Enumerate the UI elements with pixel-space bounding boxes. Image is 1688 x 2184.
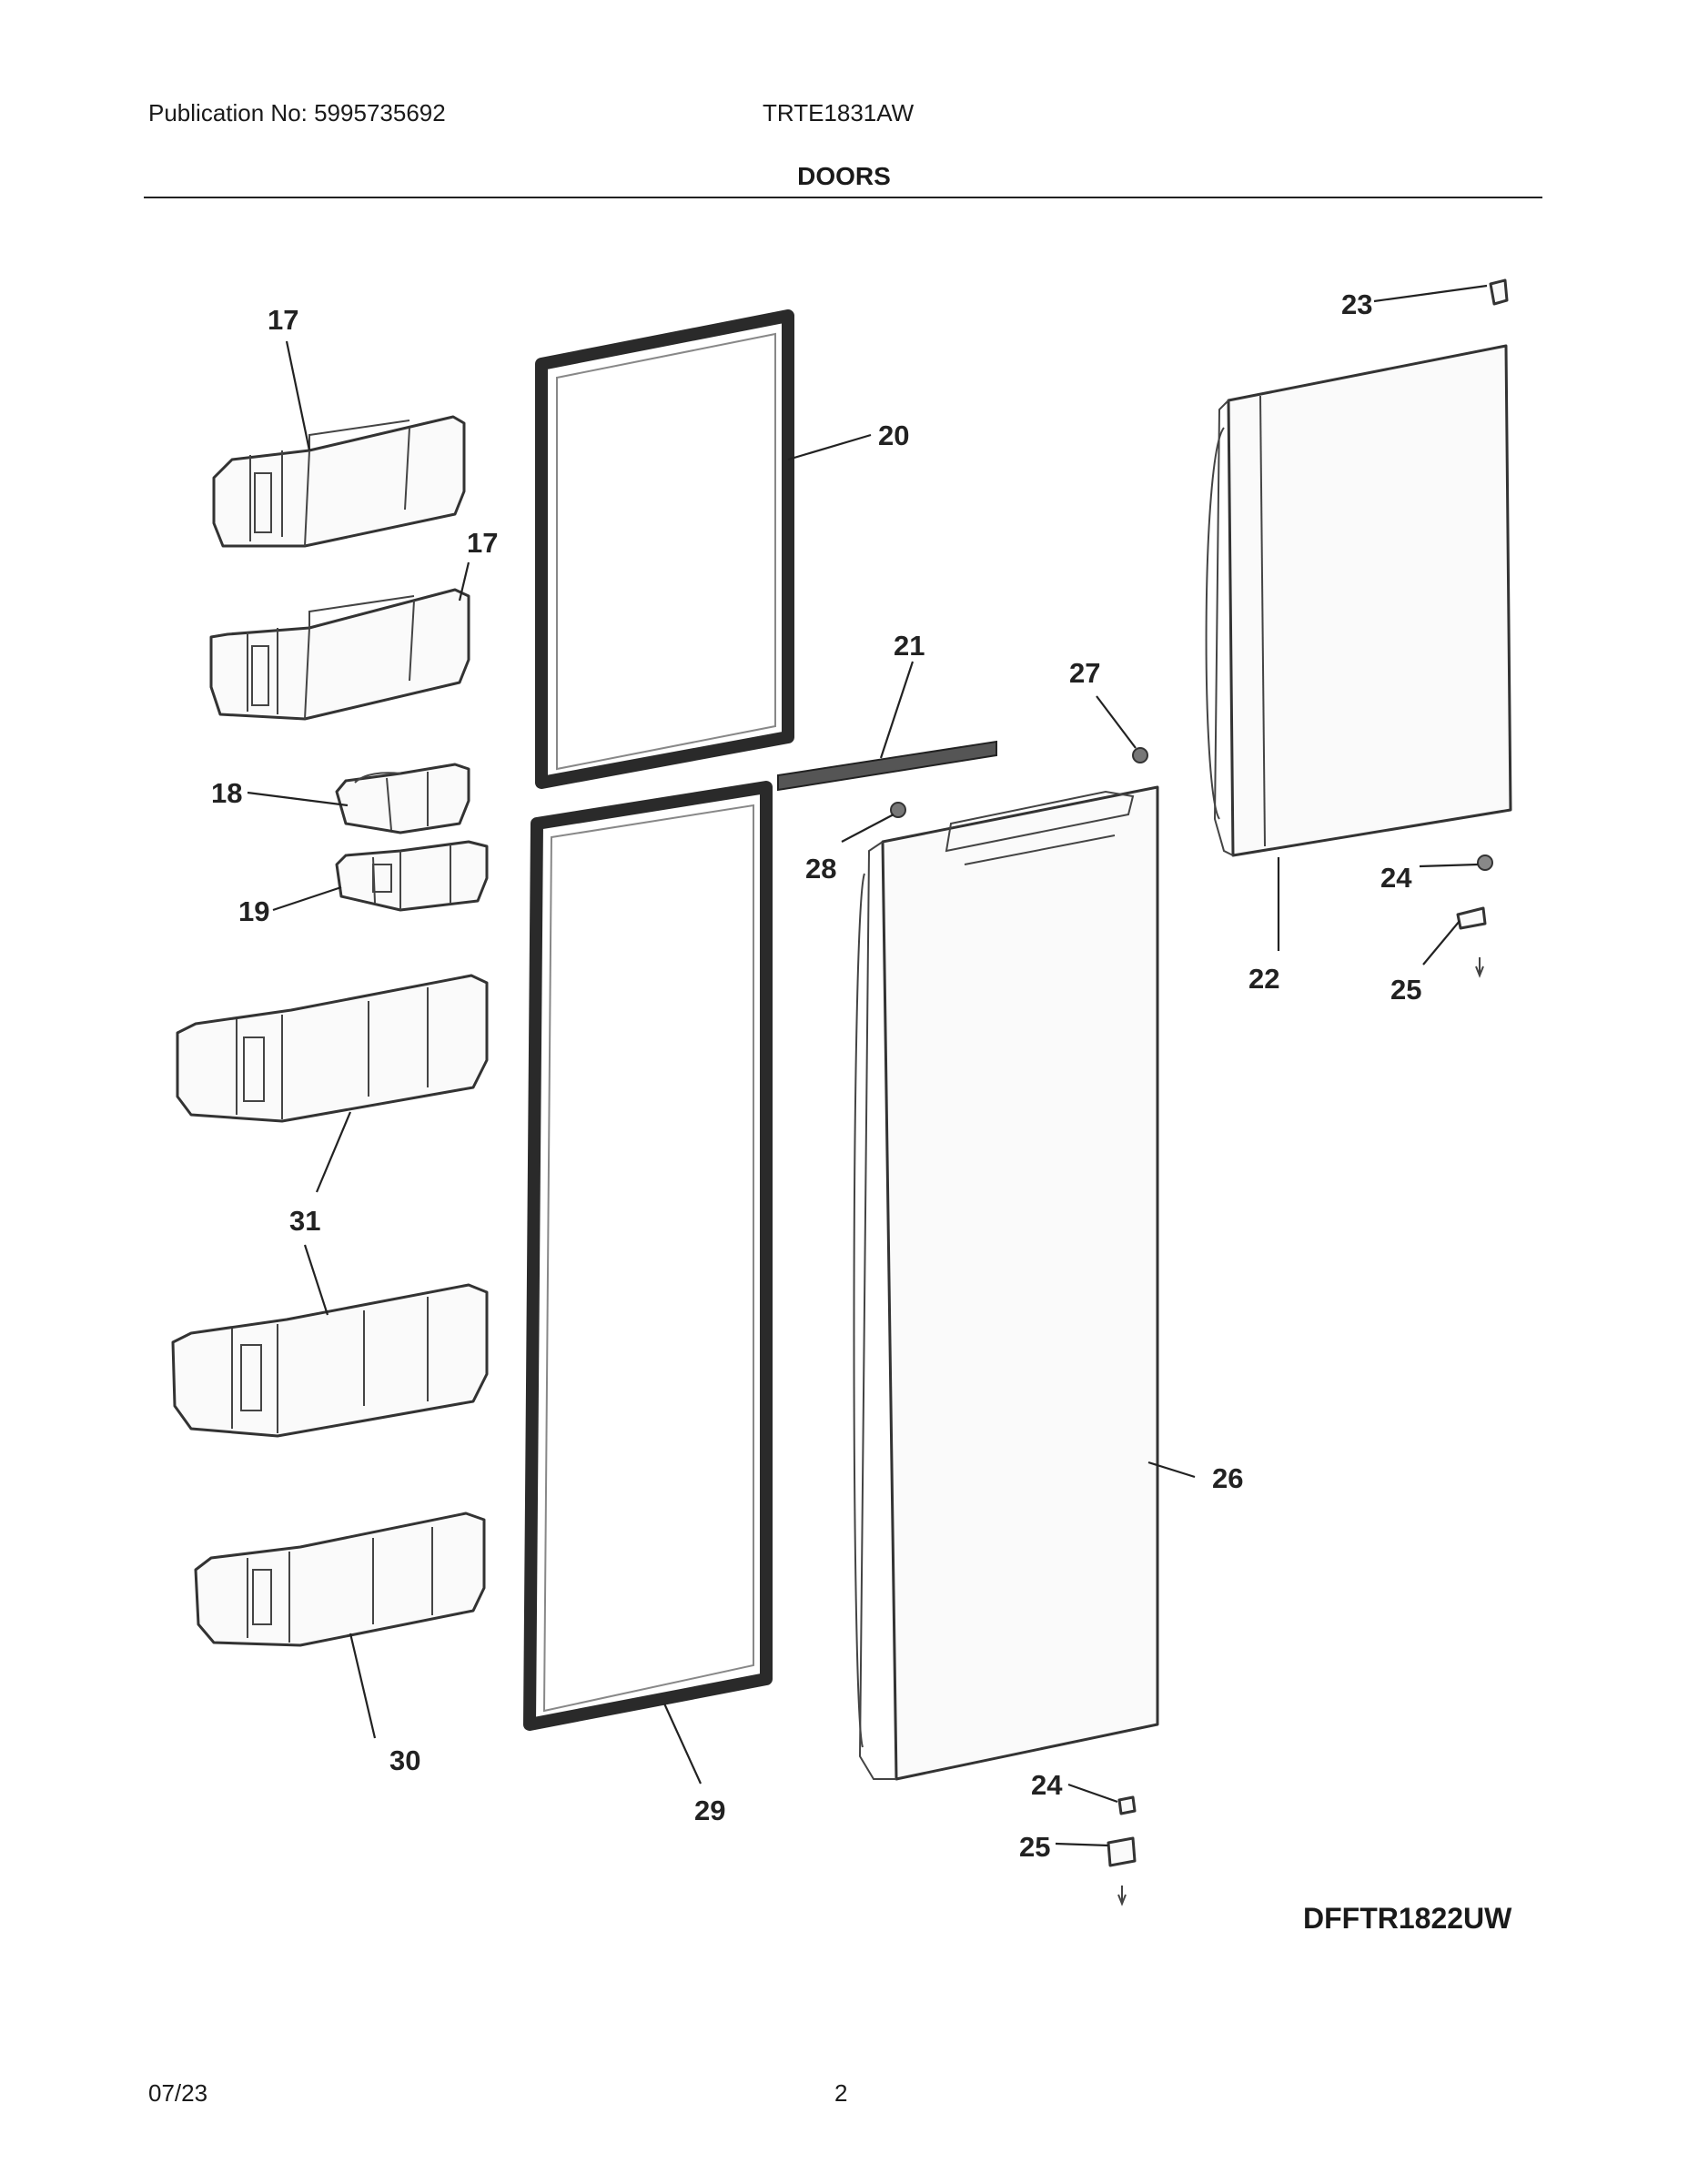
callout-17-upper: 17	[268, 304, 298, 336]
door-bin-17-lower	[209, 588, 470, 721]
door-bin-19	[335, 840, 489, 912]
upper-door-gasket-20	[535, 309, 794, 789]
mullion-strip-21	[777, 740, 997, 792]
callout-26: 26	[1212, 1462, 1243, 1494]
callout-20: 20	[878, 420, 909, 451]
hinge-25-upper	[1456, 906, 1487, 978]
publication-number: Publication No: 5995735692	[148, 99, 446, 126]
door-bin-31-upper	[176, 974, 489, 1123]
callout-30: 30	[389, 1744, 420, 1776]
lower-door-gasket-29	[523, 781, 773, 1731]
callout-21: 21	[894, 630, 925, 662]
hinge-pin-cap-27	[1132, 747, 1148, 763]
lower-door-26	[853, 785, 1159, 1781]
bushing-24-lower	[1117, 1795, 1137, 1815]
door-bin-18	[335, 763, 470, 834]
header-rule	[144, 197, 1542, 198]
page-number: 2	[834, 2079, 848, 2107]
callout-28: 28	[805, 853, 836, 885]
callout-17-lower: 17	[467, 527, 498, 559]
leader-lines	[247, 284, 1488, 1847]
callout-23: 23	[1341, 288, 1372, 320]
model-number: TRTE1831AW	[763, 99, 915, 126]
footer-date: 07/23	[148, 2079, 208, 2107]
hinge-cap-23	[1489, 278, 1509, 306]
hinge-25-lower	[1107, 1836, 1137, 1906]
upper-door-22	[1205, 344, 1512, 857]
callout-18: 18	[211, 777, 242, 809]
callout-24-lower: 24	[1031, 1769, 1063, 1801]
hinge-pin-cap-28	[890, 802, 906, 818]
bushing-24-upper	[1477, 854, 1493, 871]
callout-25-lower: 25	[1019, 1831, 1050, 1863]
callout-27: 27	[1069, 657, 1100, 689]
callout-31: 31	[289, 1205, 320, 1237]
door-bin-30	[194, 1512, 486, 1647]
diagram-code: DFFTR1822UW	[1303, 1902, 1512, 1935]
callout-22: 22	[1248, 963, 1279, 995]
door-bin-17-upper	[212, 415, 466, 548]
callout-19: 19	[238, 895, 269, 927]
door-bin-31-lower	[171, 1283, 489, 1438]
section-title: DOORS	[797, 162, 891, 190]
callout-25-upper: 25	[1390, 974, 1421, 1006]
callout-29: 29	[694, 1795, 725, 1826]
callout-24-upper: 24	[1380, 862, 1412, 894]
